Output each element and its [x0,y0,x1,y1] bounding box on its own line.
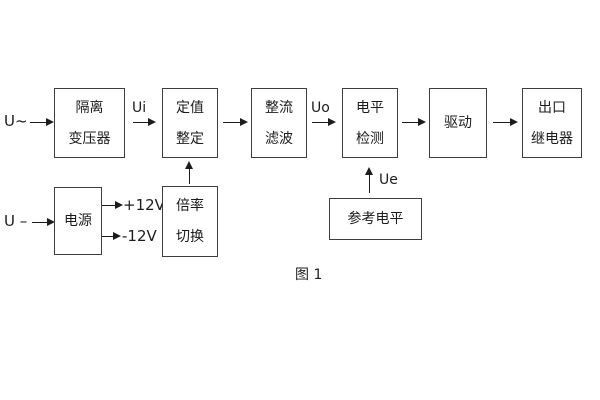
arrow-setting-to-rectify [223,118,248,126]
block-label: 切换 [176,229,204,245]
block-label: 定值 [176,99,204,116]
rail-positive-label: +12V [123,196,165,214]
signal-ue-label: Ue [379,172,398,188]
signal-ui-label: Ui [132,100,147,116]
block-label: 参考电平 [347,211,404,227]
block-output-relay: 出口 继电器 [522,88,582,158]
arrow-dc-input [32,218,55,226]
block-level-detect: 电平 检测 [342,88,398,158]
block-label: 继电器 [531,130,573,147]
arrow-rail-negative [102,232,121,240]
arrow-reference-to-level [365,167,373,193]
figure-caption: 图 1 [295,267,323,283]
block-label: 电平 [356,99,384,116]
block-label: 整流 [265,99,293,116]
arrow-ratio-to-setting [185,161,193,184]
arrow-rectify-to-level [312,118,336,126]
block-label: 变压器 [68,130,111,147]
block-power-supply: 电源 [54,187,102,255]
block-setting-adjust: 定值 整定 [162,88,218,158]
block-label: 出口 [538,99,566,116]
arrow-ac-input [30,118,54,126]
block-label: 检测 [356,130,384,147]
block-label: 隔离 [75,99,104,116]
signal-uo-label: Uo [311,100,330,116]
block-label: 电源 [64,213,92,229]
rail-negative-label: -12V [122,227,157,245]
block-label: 驱动 [444,115,472,131]
input-ac-label: U~ [4,112,28,130]
block-reference-level: 参考电平 [329,198,422,240]
block-ratio-switch: 倍率 切换 [162,186,218,257]
block-label: 倍率 [176,198,204,214]
block-rectify-filter: 整流 滤波 [251,88,307,158]
block-isolation-transformer: 隔离 变压器 [54,88,125,158]
arrow-drive-to-relay [493,118,518,126]
arrow-isolation-to-setting [133,118,156,126]
arrow-level-to-drive [402,118,426,126]
block-label: 整定 [176,130,204,147]
block-drive: 驱动 [429,88,487,158]
input-dc-label: U – [4,212,28,230]
arrow-rail-positive [102,201,123,209]
block-label: 滤波 [265,130,293,147]
